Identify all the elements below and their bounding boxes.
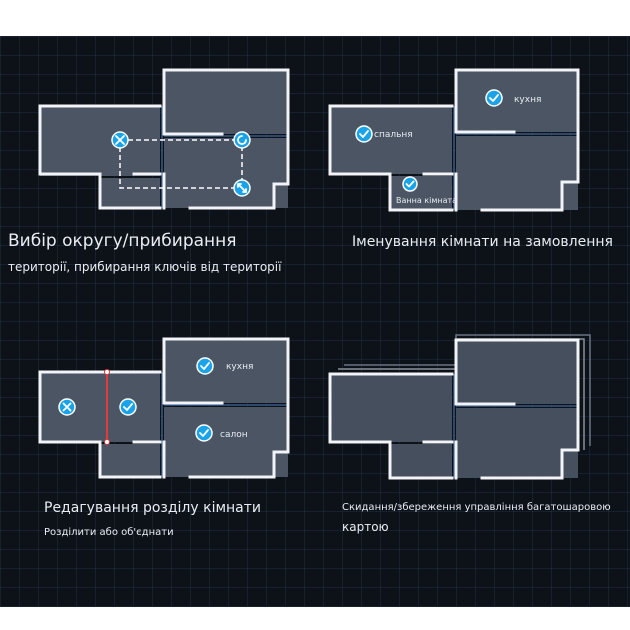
check-circle-icon[interactable] (402, 176, 418, 192)
split-handle-bottom[interactable] (104, 439, 110, 445)
feature-subtitle-room-division: Розділити або об'єднати (44, 527, 174, 538)
feature-title-zone-cleaning: Вибір округу/прибирання (8, 231, 237, 251)
check-circle-icon[interactable] (119, 398, 137, 416)
feature-title-multi-layer: Скидання/збереження управління багатошар… (342, 502, 611, 513)
check-circle-icon[interactable] (355, 125, 373, 143)
feature-panel: кухня спальня Ванна кімната (0, 36, 630, 607)
close-circle-icon[interactable] (111, 131, 129, 149)
map-multi-layer (328, 334, 591, 480)
map-room-naming: кухня спальня Ванна кімната (328, 68, 580, 212)
map-illustrations: кухня спальня Ванна кімната (38, 68, 591, 480)
map-zone-cleaning (38, 68, 290, 210)
resize-circle-icon[interactable] (233, 179, 251, 197)
room-label-bathroom: Ванна кімната (396, 196, 457, 205)
map-room-division: кухня салон (38, 337, 290, 479)
room-label-kitchen: кухня (226, 362, 253, 372)
room-label-bedroom: спальня (374, 130, 413, 140)
split-handle-top[interactable] (104, 369, 110, 375)
room-label-living-room: салон (220, 430, 248, 440)
check-circle-icon[interactable] (485, 89, 503, 107)
feature-title-room-division: Редагування розділу кімнати (44, 500, 262, 516)
check-circle-icon[interactable] (195, 424, 213, 442)
feature-subtitle-multi-layer: картою (342, 520, 389, 534)
refresh-circle-icon[interactable] (233, 131, 251, 149)
feature-title-room-naming: Іменування кімнати на замовлення (352, 234, 613, 250)
room-label-kitchen: кухня (514, 95, 541, 105)
check-circle-icon[interactable] (196, 357, 214, 375)
close-circle-icon[interactable] (58, 398, 76, 416)
cleaning-zone-rect[interactable] (119, 139, 243, 189)
feature-subtitle-zone-cleaning: території, прибирання ключів від територ… (8, 260, 282, 274)
